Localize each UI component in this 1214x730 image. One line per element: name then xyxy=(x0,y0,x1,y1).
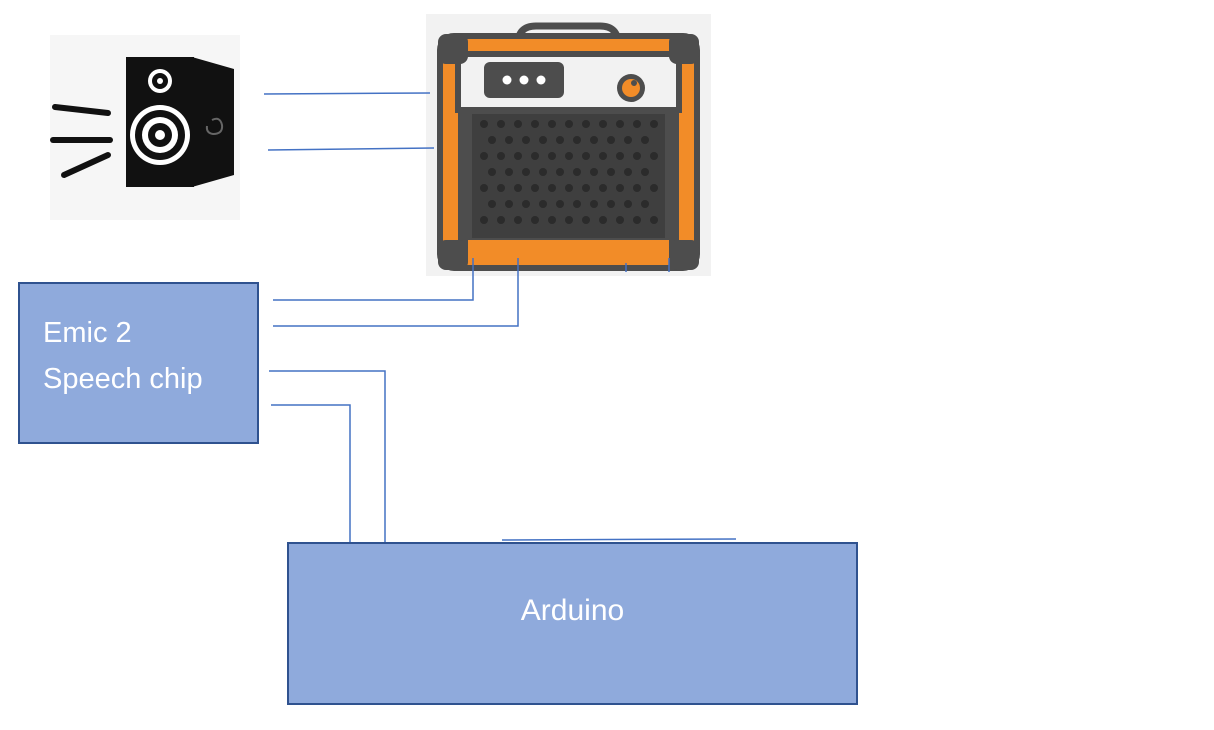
amp-grill-dot xyxy=(480,152,488,160)
amp-grill-dot xyxy=(488,200,496,208)
emic2-speech-chip-label: Emic 2 Speech chip xyxy=(43,317,203,395)
amp-grill-dot xyxy=(582,120,590,128)
amp-grill-dot xyxy=(548,152,556,160)
amp-grill-dot xyxy=(590,168,598,176)
amp-grill-dot xyxy=(607,136,615,144)
amp-grill-dot xyxy=(480,120,488,128)
wire-speaker-amp-1 xyxy=(263,92,431,95)
amp-grill-dot xyxy=(641,136,649,144)
amp-grill-dot xyxy=(624,168,632,176)
amp-grill-dot xyxy=(505,168,513,176)
amp-grill-dot xyxy=(599,184,607,192)
amp-grill-dot xyxy=(505,200,513,208)
loudspeaker-icon xyxy=(50,57,234,187)
arduino-label: Arduino xyxy=(520,594,625,627)
guitar-amplifier-icon xyxy=(437,22,700,271)
amp-grill-dot xyxy=(650,184,658,192)
amp-grill-dot xyxy=(531,152,539,160)
amp-grill-dot xyxy=(599,216,607,224)
wire-emic-amp-2 xyxy=(273,258,519,327)
amp-grill-dot xyxy=(650,120,658,128)
amp-grill-dot xyxy=(548,120,556,128)
amp-grill-dot xyxy=(616,216,624,224)
amp-grill-dot xyxy=(565,120,573,128)
amp-grill-dot xyxy=(488,168,496,176)
amp-grill-dot xyxy=(539,136,547,144)
amp-grill-dot xyxy=(616,152,624,160)
amp-grill-dot xyxy=(599,152,607,160)
amp-grill-dot xyxy=(531,216,539,224)
arduino-block: Arduino xyxy=(287,542,858,705)
amp-grill-dot xyxy=(565,152,573,160)
amp-grill-dot xyxy=(624,136,632,144)
amp-grill-dot xyxy=(633,184,641,192)
amp-grill-dot xyxy=(590,136,598,144)
amp-grill-dot xyxy=(497,216,505,224)
amp-grill-dot xyxy=(616,120,624,128)
amp-grill-dot xyxy=(488,136,496,144)
amp-grill-dot xyxy=(573,200,581,208)
amp-grill-dot xyxy=(573,136,581,144)
amp-grill-dot xyxy=(556,200,564,208)
amp-grill-dot xyxy=(522,168,530,176)
amp-grill-dot xyxy=(633,120,641,128)
amp-grill-dot xyxy=(514,120,522,128)
amp-grill-dot xyxy=(582,184,590,192)
amp-grill-dot xyxy=(556,168,564,176)
amp-grill-dot xyxy=(548,216,556,224)
emic2-speech-chip-block: Emic 2 Speech chip xyxy=(18,282,259,444)
amp-grill-dot xyxy=(497,184,505,192)
amp-grill-dot xyxy=(497,152,505,160)
amp-grill-dot xyxy=(522,136,530,144)
amp-grill-dot xyxy=(531,184,539,192)
amp-grill-dot xyxy=(607,168,615,176)
amp-grill-dot xyxy=(633,216,641,224)
amp-grill-dot xyxy=(531,120,539,128)
amp-grill-dot xyxy=(641,168,649,176)
amp-grill-dot xyxy=(514,216,522,224)
amp-grill-dot xyxy=(607,200,615,208)
amp-grill-dot xyxy=(650,152,658,160)
amp-grill-dot xyxy=(505,136,513,144)
amp-grill-dot xyxy=(539,200,547,208)
wire-emic-arduino-2 xyxy=(271,404,351,545)
amp-grill-dot xyxy=(480,216,488,224)
amp-grill-dot xyxy=(565,184,573,192)
amp-grill-dot xyxy=(582,216,590,224)
amp-grill-dot xyxy=(573,168,581,176)
amp-grill-dot xyxy=(616,184,624,192)
wire-emic-amp-1 xyxy=(273,258,474,301)
amp-grill-dot xyxy=(497,120,505,128)
amp-grill-dot xyxy=(624,200,632,208)
wire-arduino-top xyxy=(501,538,737,541)
amp-grill-dot xyxy=(548,184,556,192)
amp-grill-dot xyxy=(565,216,573,224)
amp-grill-dot xyxy=(633,152,641,160)
amp-grill-dot xyxy=(590,200,598,208)
amp-grill-dot xyxy=(539,168,547,176)
wire-speaker-amp-2 xyxy=(267,147,435,151)
amp-grill-dot xyxy=(522,200,530,208)
amp-grill-dot xyxy=(480,184,488,192)
amp-grill-dot xyxy=(514,184,522,192)
amp-grill-dot xyxy=(514,152,522,160)
amp-grill-dot xyxy=(582,152,590,160)
amp-grill-dot xyxy=(556,136,564,144)
amp-grill-dot xyxy=(650,216,658,224)
amp-grill-dot xyxy=(599,120,607,128)
amp-grill-dot xyxy=(641,200,649,208)
